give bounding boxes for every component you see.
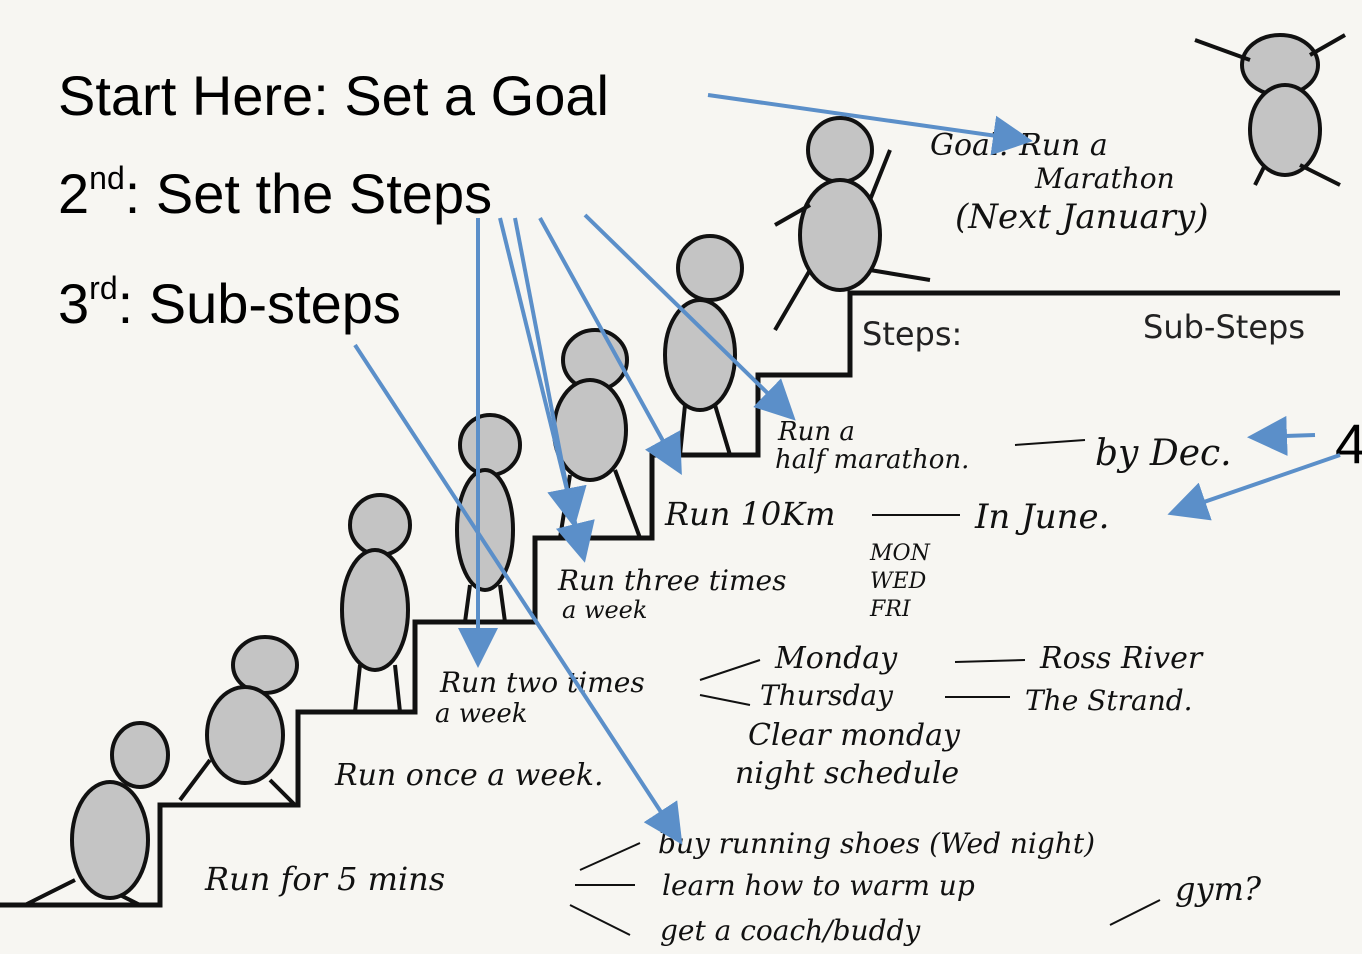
start-here-label: Start Here: Set a Goal	[58, 64, 609, 127]
svg-text:Run three times: Run three times	[557, 564, 786, 597]
svg-text:Monday: Monday	[774, 641, 898, 676]
arrow-sub-steps	[353, 343, 683, 845]
arrow-4th-june	[1167, 453, 1341, 521]
svg-text:WED: WED	[870, 569, 927, 594]
third-label: 3rd: Sub-steps	[58, 270, 401, 335]
svg-text:(Next January): (Next January)	[955, 197, 1208, 237]
svg-text:half marathon.: half marathon.	[775, 445, 969, 475]
figure-4	[455, 413, 522, 623]
svg-text:a week: a week	[562, 596, 647, 624]
svg-text:night schedule: night schedule	[735, 756, 959, 791]
svg-text:FRI: FRI	[869, 597, 912, 622]
svg-text:Goal: Run a: Goal: Run a	[930, 128, 1108, 163]
svg-text:Run a: Run a	[777, 417, 855, 447]
step-10km: Run 10Km In June.	[664, 495, 1110, 537]
arrow-step-once	[538, 217, 682, 476]
svg-text:3rd: Sub-steps: 3rd: Sub-steps	[58, 270, 401, 335]
svg-text:get a coach/buddy: get a coach/buddy	[660, 914, 921, 947]
svg-text:The Strand.: The Strand.	[1025, 684, 1193, 717]
step-once-a-week: Run once a week. Clear monday night sche…	[334, 718, 961, 793]
svg-text:Marathon: Marathon	[1034, 162, 1175, 195]
svg-text:Ross River: Ross River	[1039, 641, 1204, 676]
fourth-label-cut: 4	[1335, 412, 1362, 475]
figure-7	[773, 116, 931, 332]
svg-text:In June.: In June.	[974, 497, 1110, 537]
svg-text:Run for 5 mins: Run for 5 mins	[204, 860, 445, 898]
step-five-mins: Run for 5 mins buy running shoes (Wed ni…	[204, 827, 1262, 947]
svg-text:Run 10Km: Run 10Km	[664, 495, 835, 533]
figure-3	[340, 493, 412, 713]
step-two-times: Run two times a week Monday Ross River T…	[435, 641, 1204, 729]
svg-text:by Dec.: by Dec.	[1095, 433, 1232, 474]
staircase-outline	[0, 290, 1340, 908]
sub-steps-header: Sub-Steps	[1143, 308, 1305, 346]
arrow-step-half	[583, 213, 796, 421]
svg-text:learn how to warm up: learn how to warm up	[662, 869, 975, 902]
steps-header: Steps:	[862, 315, 962, 353]
figure-5	[552, 328, 642, 539]
svg-text:gym?: gym?	[1175, 870, 1262, 908]
svg-text:Run two times: Run two times	[439, 666, 645, 699]
arrow-4th-dec	[1247, 415, 1316, 456]
svg-text:MON: MON	[869, 541, 931, 566]
second-label: 2nd: Set the Steps	[58, 160, 492, 225]
svg-text:buy running shoes (Wed night): buy running shoes (Wed night)	[658, 827, 1095, 860]
goal-block: Goal: Run a Marathon (Next January)	[930, 128, 1208, 237]
figure-1	[24, 721, 170, 907]
svg-text:Clear monday: Clear monday	[748, 718, 961, 753]
callout-arrows	[353, 93, 1341, 845]
arrow-goal	[707, 93, 1033, 156]
step-half-marathon: Run a half marathon. by Dec.	[775, 417, 1232, 475]
svg-text:a week: a week	[435, 699, 528, 729]
svg-text:Thursday: Thursday	[760, 679, 894, 712]
figure-8-celebrating	[1194, 33, 1346, 187]
figure-2	[178, 635, 299, 807]
svg-text:2nd: Set the Steps: 2nd: Set the Steps	[58, 160, 492, 225]
arrow-step-10km	[513, 217, 587, 528]
step-three-times: Run three times a week MON WED FRI	[557, 541, 931, 624]
climbing-figures	[24, 33, 1346, 907]
figure-6	[663, 234, 744, 456]
svg-text:Run once a week.: Run once a week.	[334, 758, 604, 793]
